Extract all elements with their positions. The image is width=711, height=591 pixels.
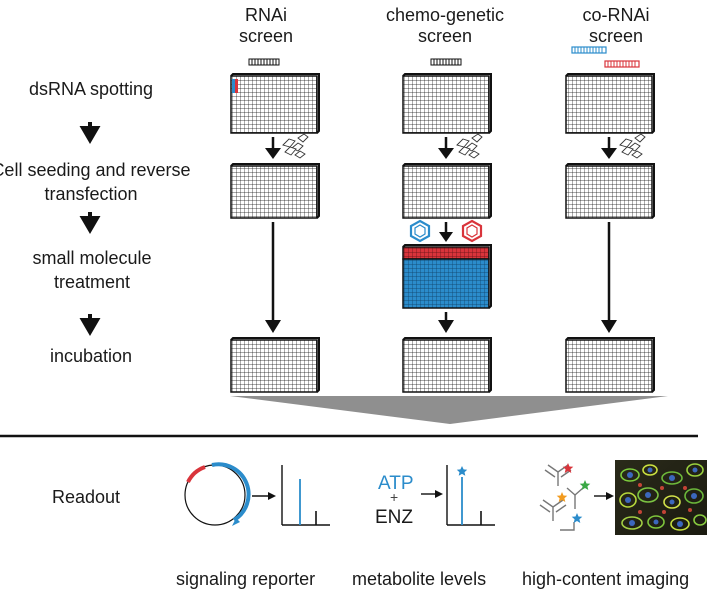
step-label-incubation: incubation — [49, 346, 133, 366]
small-molecule-icon — [461, 219, 483, 243]
plus-label: + — [390, 489, 399, 505]
arrow-down-icon — [265, 222, 281, 333]
arrow-down-icon — [79, 122, 101, 144]
step-label-cell-seeding: Cell seeding and reverse transfection — [0, 160, 191, 204]
dsRNA-icon — [430, 58, 462, 66]
arrow-right-icon — [421, 490, 443, 498]
column-header-co-rnai-line2: screen — [588, 26, 644, 46]
cells-icon — [619, 133, 646, 159]
column-header-rnai: RNAi screen — [216, 5, 316, 47]
plasmid-icon — [184, 462, 251, 526]
cells-icon — [282, 133, 309, 159]
column-header-co-rnai: co-RNAi screen — [556, 5, 676, 47]
small-molecule-icon — [409, 219, 431, 243]
column-header-rnai-line1: RNAi — [244, 5, 287, 25]
arrow-down-icon — [79, 212, 101, 234]
plate-co-rnai-spotting — [565, 73, 655, 134]
column-header-chemo-genetic-line1: chemo-genetic — [385, 5, 505, 25]
readout-title: Readout — [52, 487, 121, 507]
plate-chemo-treatment — [402, 244, 492, 309]
column-header-co-rnai-line1: co-RNAi — [582, 5, 650, 25]
step-label-dsrna-spotting: dsRNA spotting — [28, 79, 154, 99]
caption-signaling-reporter: signaling reporter — [176, 569, 316, 589]
plate-chemo-seeding — [402, 163, 492, 219]
arrow-right-icon — [594, 492, 614, 500]
arrow-down-icon — [439, 222, 453, 242]
atp-label: ATP — [378, 473, 414, 494]
plate-co-rnai-seeding — [565, 163, 655, 219]
antibody-icon — [560, 513, 583, 531]
arrow-down-icon — [79, 314, 101, 336]
plate-chemo-incubation — [402, 337, 492, 393]
column-header-rnai-line2: screen — [238, 26, 294, 46]
antibody-icon — [544, 463, 574, 486]
arrow-down-icon — [601, 222, 617, 333]
funnel-shape — [230, 396, 668, 424]
arrow-down-icon — [265, 137, 281, 159]
antibody-icon — [566, 480, 591, 509]
plate-rnai-incubation — [230, 337, 320, 393]
bar-plot-icon — [446, 465, 495, 526]
plate-rnai-spotting — [230, 73, 320, 134]
plate-rnai-seeding — [230, 163, 320, 219]
cells-icon — [456, 133, 483, 159]
arrow-down-icon — [438, 137, 454, 159]
dsRNA-icon — [248, 58, 280, 66]
caption-metabolite-levels: metabolite levels — [352, 569, 487, 589]
arrow-right-icon — [252, 492, 276, 500]
arrow-down-icon — [601, 137, 617, 159]
dsRNA-icon — [604, 60, 640, 68]
column-header-chemo-genetic: chemo-genetic screen — [370, 5, 520, 47]
arrow-down-icon — [438, 312, 454, 333]
micrograph-icon — [615, 460, 707, 535]
plate-chemo-spotting — [402, 73, 492, 134]
bar-plot-icon — [281, 465, 330, 526]
plate-co-rnai-incubation — [565, 337, 655, 393]
column-header-chemo-genetic-line2: screen — [417, 26, 473, 46]
enz-label: ENZ — [375, 507, 413, 528]
step-label-small-molecule-treatment: small molecule treatment — [32, 248, 152, 292]
antibody-icon — [539, 492, 568, 521]
caption-high-content-imaging: high-content imaging — [522, 569, 690, 589]
dsRNA-icon — [571, 46, 607, 54]
